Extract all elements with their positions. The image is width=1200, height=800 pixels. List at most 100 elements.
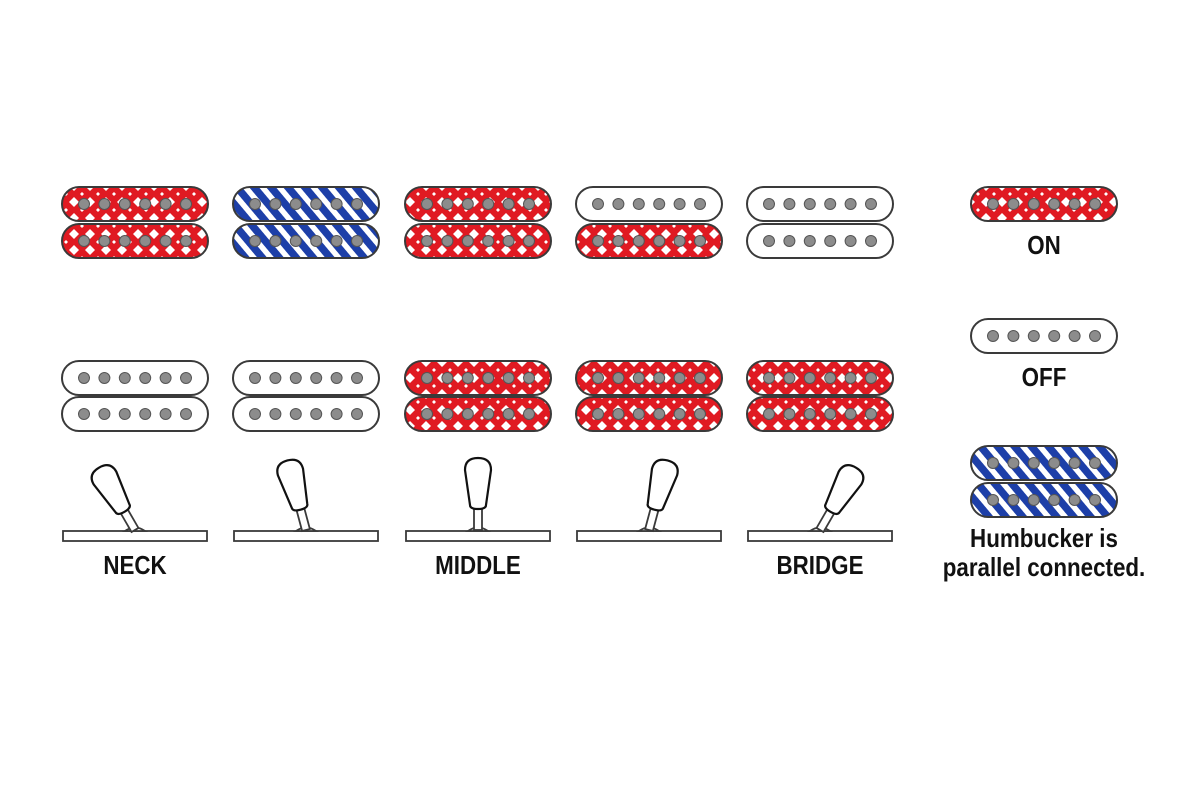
- pole-piece: [78, 198, 90, 210]
- pole-piece: [269, 372, 282, 384]
- pole-piece: [159, 235, 172, 247]
- bottom-humbucker: [746, 360, 894, 432]
- pole-piece: [310, 372, 323, 384]
- pole-piece: [482, 372, 495, 384]
- pole-piece: [653, 235, 666, 247]
- pole-piece: [139, 372, 152, 384]
- pole-piece: [351, 235, 363, 247]
- pole-piece: [592, 198, 604, 210]
- pole-piece: [824, 408, 837, 420]
- pole-piece: [987, 494, 999, 506]
- bottom-humbucker: [61, 360, 209, 432]
- pole-piece: [289, 198, 302, 210]
- pole-piece: [269, 408, 282, 420]
- bottom-humbucker: [575, 360, 723, 432]
- pole-piece: [482, 408, 495, 420]
- position-label-neck: NECK: [103, 550, 167, 580]
- pole-piece: [1068, 198, 1081, 210]
- switch-position-4: [575, 186, 723, 542]
- bottom-humbucker: [232, 360, 380, 432]
- selector-switch: [576, 458, 722, 542]
- bottom-pickup-coil-2: [575, 396, 723, 432]
- pole-piece: [441, 198, 454, 210]
- pole-piece: [461, 372, 474, 384]
- pole-piece: [180, 235, 192, 247]
- position-label-middle: MIDDLE: [435, 550, 521, 580]
- pole-piece: [824, 235, 837, 247]
- pole-piece: [987, 198, 999, 210]
- pole-piece: [1007, 198, 1020, 210]
- legend-parallel-label-line2: parallel connected.: [942, 552, 1146, 582]
- pole-piece: [249, 198, 261, 210]
- pole-piece: [1068, 457, 1081, 469]
- pole-piece: [310, 198, 323, 210]
- pole-piece: [844, 372, 857, 384]
- pole-piece: [78, 372, 90, 384]
- pole-piece: [523, 235, 535, 247]
- legend-on-label: ON: [1027, 230, 1061, 260]
- pole-piece: [310, 408, 323, 420]
- pole-piece: [482, 235, 495, 247]
- pole-piece: [421, 372, 433, 384]
- pole-piece: [98, 235, 111, 247]
- bottom-pickup-coil-2: [61, 396, 209, 432]
- pole-piece: [592, 235, 604, 247]
- pole-piece: [673, 198, 686, 210]
- pole-piece: [139, 198, 152, 210]
- pole-piece: [98, 372, 111, 384]
- pole-piece: [632, 408, 645, 420]
- pole-piece: [1089, 457, 1101, 469]
- pole-piece: [1048, 494, 1061, 506]
- switch-lever: [644, 458, 679, 533]
- pole-piece: [694, 408, 706, 420]
- pole-piece: [803, 198, 816, 210]
- pole-piece: [502, 372, 515, 384]
- pole-piece: [1089, 198, 1101, 210]
- pole-piece: [289, 408, 302, 420]
- pole-piece: [865, 198, 877, 210]
- pole-piece: [461, 198, 474, 210]
- pole-piece: [612, 198, 625, 210]
- selector-switch: [233, 458, 379, 542]
- pole-piece: [694, 235, 706, 247]
- pole-piece: [673, 408, 686, 420]
- pole-piece: [694, 198, 706, 210]
- pole-piece: [78, 408, 90, 420]
- pole-piece: [1007, 457, 1020, 469]
- pole-piece: [1048, 330, 1061, 342]
- switch-plate: [747, 530, 893, 542]
- pole-piece: [763, 198, 775, 210]
- top-humbucker: [61, 186, 209, 259]
- legend-on-coil: [970, 186, 1118, 222]
- pole-piece: [441, 372, 454, 384]
- pole-piece: [763, 235, 775, 247]
- top-pickup-coil-1: [61, 186, 209, 222]
- bottom-pickup-coil-2: [404, 396, 552, 432]
- pole-piece: [421, 408, 433, 420]
- pole-piece: [694, 372, 706, 384]
- pole-piece: [612, 235, 625, 247]
- top-pickup-coil-1: [232, 186, 380, 222]
- bottom-pickup-coil-1: [746, 360, 894, 396]
- switch-lever: [815, 464, 865, 534]
- bottom-pickup-coil-1: [232, 360, 380, 396]
- pole-piece: [592, 408, 604, 420]
- switch-plate: [62, 530, 208, 542]
- top-pickup-coil-2: [61, 223, 209, 259]
- pole-piece: [1007, 494, 1020, 506]
- pole-piece: [118, 372, 131, 384]
- switch-knob: [463, 456, 493, 511]
- top-pickup-coil-1: [404, 186, 552, 222]
- pole-piece: [269, 198, 282, 210]
- switch-lever: [90, 464, 140, 534]
- pole-piece: [783, 235, 796, 247]
- pole-piece: [502, 408, 515, 420]
- legend: [970, 186, 1118, 518]
- pole-piece: [78, 235, 90, 247]
- switch-lever: [463, 456, 493, 531]
- top-pickup-coil-1: [746, 186, 894, 222]
- pole-piece: [673, 372, 686, 384]
- pole-piece: [289, 235, 302, 247]
- pole-piece: [632, 235, 645, 247]
